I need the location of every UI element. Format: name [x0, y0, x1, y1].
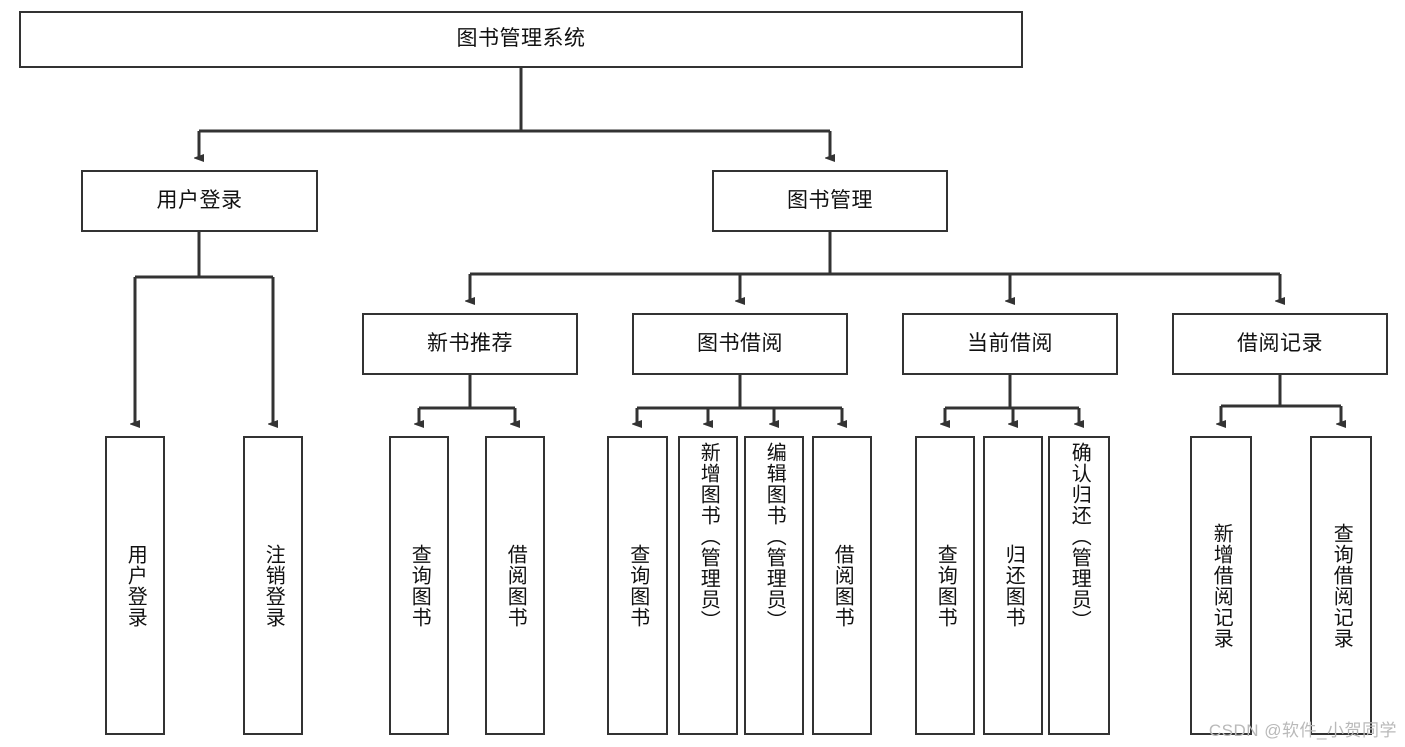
- leaf-current-confirm-return-admin[interactable]: 确认归还（管理员）: [1048, 436, 1110, 735]
- leaf-current-confirm-return-admin-label: 确认归还（管理员）: [1068, 442, 1091, 631]
- leaf-borrow-add-book-admin-label: 新增图书（管理员）: [697, 442, 720, 631]
- leaf-borrow-borrow-book-label: 借阅图书: [831, 543, 854, 628]
- node-book-borrow-label: 图书借阅: [697, 331, 783, 355]
- leaf-history-query-record-label: 查询借阅记录: [1330, 522, 1353, 649]
- leaf-user-login[interactable]: 用户登录: [105, 436, 165, 735]
- leaf-borrow-borrow-book[interactable]: 借阅图书: [812, 436, 872, 735]
- node-root[interactable]: 图书管理系统: [19, 11, 1023, 68]
- node-book-management[interactable]: 图书管理: [712, 170, 948, 232]
- leaf-borrow-edit-book-admin-label: 编辑图书（管理员）: [763, 442, 786, 631]
- leaf-current-query-book[interactable]: 查询图书: [915, 436, 975, 735]
- node-current-borrow[interactable]: 当前借阅: [902, 313, 1118, 375]
- leaf-newrec-borrow-book-label: 借阅图书: [504, 543, 527, 628]
- leaf-newrec-query-book-label: 查询图书: [408, 543, 431, 628]
- leaf-current-query-book-label: 查询图书: [934, 543, 957, 628]
- leaf-current-return-book-label: 归还图书: [1002, 543, 1025, 628]
- node-book-borrow[interactable]: 图书借阅: [632, 313, 848, 375]
- node-borrow-history[interactable]: 借阅记录: [1172, 313, 1388, 375]
- leaf-history-query-record[interactable]: 查询借阅记录: [1310, 436, 1372, 735]
- node-user-login-label: 用户登录: [156, 188, 243, 212]
- watermark-text: CSDN @软件_小贺同学: [1208, 721, 1397, 740]
- leaf-newrec-borrow-book[interactable]: 借阅图书: [485, 436, 545, 735]
- leaf-borrow-query-book[interactable]: 查询图书: [607, 436, 668, 735]
- leaf-history-add-record[interactable]: 新增借阅记录: [1190, 436, 1252, 735]
- leaf-newrec-query-book[interactable]: 查询图书: [389, 436, 449, 735]
- leaf-user-login-label: 用户登录: [124, 543, 147, 628]
- leaf-user-logout-label: 注销登录: [262, 543, 285, 628]
- node-current-borrow-label: 当前借阅: [967, 331, 1053, 355]
- node-new-book-recommend[interactable]: 新书推荐: [362, 313, 578, 375]
- node-new-book-recommend-label: 新书推荐: [427, 331, 513, 355]
- node-borrow-history-label: 借阅记录: [1237, 331, 1323, 355]
- leaf-history-add-record-label: 新增借阅记录: [1210, 522, 1233, 649]
- leaf-borrow-edit-book-admin[interactable]: 编辑图书（管理员）: [744, 436, 804, 735]
- leaf-current-return-book[interactable]: 归还图书: [983, 436, 1043, 735]
- node-root-label: 图书管理系统: [456, 27, 586, 51]
- leaf-borrow-add-book-admin[interactable]: 新增图书（管理员）: [678, 436, 738, 735]
- leaf-user-logout[interactable]: 注销登录: [243, 436, 303, 735]
- node-book-management-label: 图书管理: [787, 188, 873, 212]
- node-user-login[interactable]: 用户登录: [81, 170, 318, 232]
- leaf-borrow-query-book-label: 查询图书: [626, 543, 649, 628]
